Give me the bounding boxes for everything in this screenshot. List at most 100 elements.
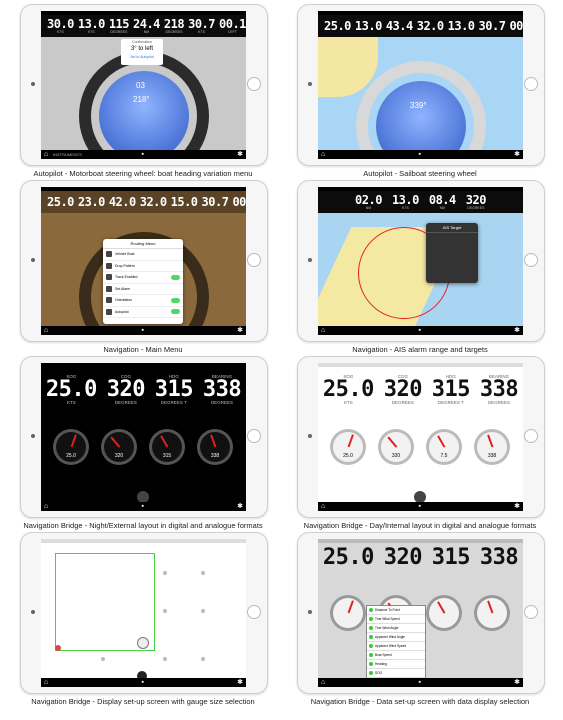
home-icon[interactable]: ⌂ <box>44 327 49 334</box>
chat-icon[interactable]: ▪ <box>141 151 144 158</box>
slot-dot[interactable] <box>163 609 167 613</box>
menu-item[interactable]: Orientation <box>103 295 183 307</box>
chat-icon[interactable]: ▪ <box>418 679 421 686</box>
analogue-gauge[interactable]: 320 <box>378 429 414 465</box>
gear-icon[interactable]: ✱ <box>514 327 520 334</box>
menu-item[interactable]: Autopilot <box>103 307 183 318</box>
data-value[interactable]: 315 <box>431 545 471 570</box>
data-value[interactable]: 43.4 <box>385 19 413 33</box>
chat-icon[interactable]: ▪ <box>141 679 144 686</box>
data-value[interactable]: 32.0 <box>139 195 167 209</box>
data-value[interactable]: 25.0 <box>324 19 351 33</box>
gear-icon[interactable]: ✱ <box>237 503 243 510</box>
data-option[interactable]: Heading <box>367 660 425 669</box>
data-option[interactable]: True Wind Angle <box>367 624 425 633</box>
menu-item[interactable]: Vehicle Boat <box>103 249 183 261</box>
chat-icon[interactable]: ▪ <box>418 503 421 510</box>
setup-button[interactable] <box>137 491 149 503</box>
data-value[interactable]: 42.0 <box>108 195 136 209</box>
home-icon[interactable]: ⌂ <box>321 679 326 686</box>
chat-icon[interactable]: ▪ <box>418 151 421 158</box>
gear-icon[interactable]: ✱ <box>237 151 243 158</box>
data-value[interactable]: 25.0 <box>47 195 74 209</box>
home-icon[interactable]: ⌂ <box>321 327 326 334</box>
home-icon[interactable]: ⌂ <box>44 503 49 510</box>
slot-dot[interactable] <box>201 571 205 575</box>
data-value[interactable]: 25.0 <box>322 545 374 570</box>
data-value[interactable]: 32.0 <box>416 19 444 33</box>
data-value[interactable]: 13.0 <box>447 19 475 33</box>
home-icon[interactable]: ⌂ <box>44 151 49 158</box>
data-option[interactable]: Apparent Wind Angle <box>367 633 425 642</box>
toggle-switch[interactable] <box>171 309 180 315</box>
data-option[interactable]: Distance To Point <box>367 606 425 615</box>
data-value[interactable]: 00.1 <box>232 195 246 209</box>
toggle-switch[interactable] <box>171 274 180 280</box>
chat-icon[interactable]: ▪ <box>141 327 144 334</box>
data-option[interactable]: SOG <box>367 669 425 678</box>
home-icon[interactable]: ⌂ <box>321 151 326 158</box>
analogue-gauge[interactable]: 320 <box>101 429 137 465</box>
gauge-size-selection[interactable] <box>55 553 155 651</box>
data-option[interactable]: True Wind Speed <box>367 615 425 624</box>
home-button[interactable] <box>247 253 261 267</box>
slot-dot[interactable] <box>163 657 167 661</box>
data-option[interactable]: Boat Speed <box>367 651 425 660</box>
menu-item[interactable]: Drop Pattern <box>103 261 183 272</box>
analogue-gauge[interactable]: 25.0 <box>53 429 89 465</box>
chat-icon[interactable]: ▪ <box>418 327 421 334</box>
toggle-switch[interactable] <box>171 297 180 303</box>
home-button[interactable] <box>524 77 538 91</box>
home-button[interactable] <box>524 253 538 267</box>
menu-item[interactable]: Set Alarm <box>103 284 183 295</box>
gear-icon[interactable]: ✱ <box>514 503 520 510</box>
gear-icon[interactable]: ✱ <box>514 679 520 686</box>
data-value[interactable]: 30.7 <box>201 195 229 209</box>
gear-icon[interactable]: ✱ <box>237 679 243 686</box>
analogue-gauge[interactable]: 7.5 <box>426 429 462 465</box>
data-value[interactable]: 00.1 <box>509 19 523 33</box>
gear-icon[interactable]: ✱ <box>237 327 243 334</box>
data-value[interactable]: 13.0 <box>354 19 382 33</box>
popup-button[interactable]: Set to Autopilot <box>130 55 154 59</box>
home-icon[interactable]: ⌂ <box>321 503 326 510</box>
home-button[interactable] <box>524 429 538 443</box>
data-value[interactable]: 320 <box>383 545 423 570</box>
analogue-gauge[interactable]: 25.0 <box>330 429 366 465</box>
data-value[interactable]: 338 <box>479 545 519 570</box>
data-value[interactable]: 15.0 <box>170 195 198 209</box>
home-button[interactable] <box>247 77 261 91</box>
slot-dot[interactable] <box>201 657 205 661</box>
analogue-gauge[interactable]: 315 <box>149 429 185 465</box>
analogue-gauge[interactable] <box>474 595 510 631</box>
analogue-gauge[interactable]: 338 <box>474 429 510 465</box>
analogue-gauge[interactable]: 338 <box>197 429 233 465</box>
gear-icon[interactable]: ✱ <box>514 151 520 158</box>
slot-dot[interactable] <box>101 657 105 661</box>
slot-dot[interactable] <box>163 571 167 575</box>
home-button[interactable] <box>247 605 261 619</box>
data-value[interactable]: 23.0 <box>77 195 105 209</box>
resize-handle[interactable] <box>137 637 149 649</box>
chat-icon[interactable]: ▪ <box>141 503 144 510</box>
menu-item[interactable]: Track Enabled <box>103 272 183 284</box>
setup-button[interactable] <box>414 491 426 503</box>
analogue-gauge[interactable] <box>330 595 366 631</box>
data-option[interactable]: Apparent Wind Speed <box>367 642 425 651</box>
